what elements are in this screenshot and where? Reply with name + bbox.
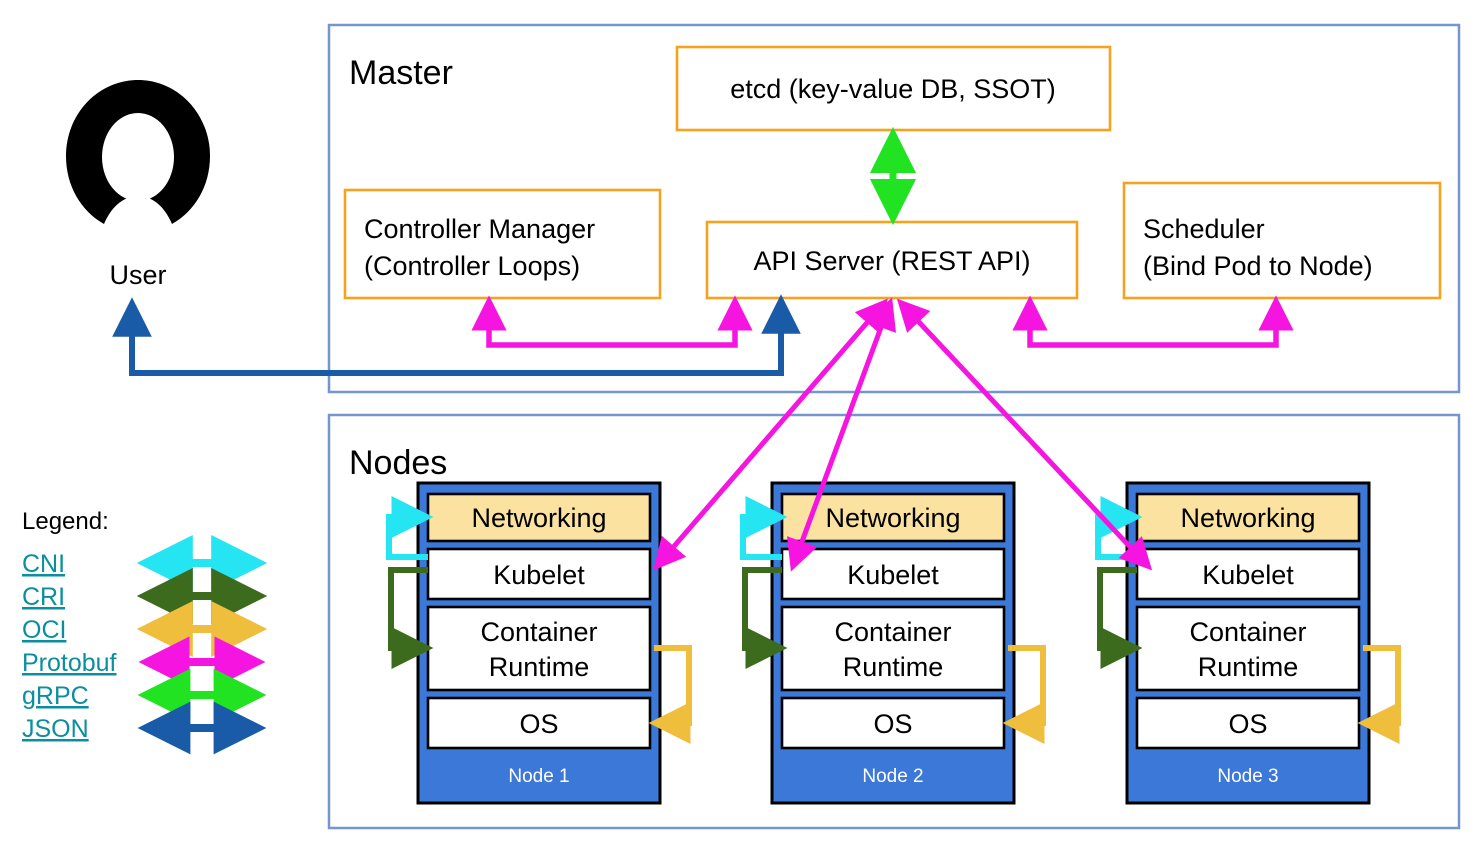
node-2-container-runtime-label-line1: Container: [834, 617, 951, 647]
api-server-label: API Server (REST API): [753, 246, 1030, 276]
legend-item-protobuf-label[interactable]: Protobuf: [22, 649, 117, 677]
legend-item-cri-label[interactable]: CRI: [22, 583, 65, 611]
node-card[interactable]: Networking Kubelet Container Runtime OS …: [1125, 481, 1371, 805]
node-3-networking-box: [1135, 492, 1361, 543]
scheduler-label-line1: Scheduler: [1143, 214, 1265, 244]
etcd-label: etcd (key-value DB, SSOT): [730, 74, 1056, 104]
controller-manager-label-line2: (Controller Loops): [364, 251, 580, 281]
scheduler-label-line2: (Bind Pod to Node): [1143, 251, 1373, 281]
node-2-kubelet-label: Kubelet: [847, 560, 939, 590]
protobuf-arrow-apiserver-node-3: [896, 298, 1153, 571]
node-1-container-runtime-box: [426, 605, 652, 692]
node-3-os-label: OS: [1228, 709, 1267, 739]
etcd-box[interactable]: [675, 45, 1112, 132]
node-1-os-label: OS: [519, 709, 558, 739]
node-1-networking-box: [426, 492, 652, 543]
node-3-os-box: [1135, 696, 1361, 750]
node-2-os-box: [780, 696, 1006, 750]
node-2-networking-label: Networking: [825, 503, 960, 533]
user-label: User: [109, 260, 166, 290]
master-panel-title: Master: [349, 54, 453, 92]
node-2-os-label: OS: [873, 709, 912, 739]
controller-manager-label-line1: Controller Manager: [364, 214, 595, 244]
node-3-container-runtime-box: [1135, 605, 1361, 692]
cni-arrow-node-1: [386, 496, 434, 560]
node-2-name: Node 2: [862, 766, 923, 787]
node-3-name: Node 3: [1217, 766, 1278, 787]
oci-arrow-node-2: [1002, 645, 1046, 744]
user-avatar-icon: [66, 80, 210, 224]
legend-item-oci-label[interactable]: OCI: [22, 616, 66, 644]
cri-arrow-node-1: [388, 567, 434, 669]
node-1-networking-label: Networking: [471, 503, 606, 533]
node-1-kubelet-box: [426, 547, 652, 601]
node-1-os-box: [426, 696, 652, 750]
node-card[interactable]: Networking Kubelet Container Runtime OS …: [416, 481, 662, 805]
protobuf-arrow-apiserver-node-2: [786, 297, 897, 572]
node-3-kubelet-box: [1135, 547, 1361, 601]
oci-arrow-node-1: [648, 645, 692, 744]
node-3-container-runtime-label-line1: Container: [1189, 617, 1306, 647]
legend-title: Legend:: [22, 508, 109, 535]
node-3-networking-label: Networking: [1180, 503, 1315, 533]
legend-item-cni-label[interactable]: CNI: [22, 550, 65, 578]
node-1-container-runtime-label-line2: Runtime: [489, 652, 590, 682]
node-1-name: Node 1: [508, 766, 569, 787]
nodes-panel-title: Nodes: [349, 444, 447, 482]
oci-arrow-node-3: [1357, 645, 1401, 744]
controller-manager-box[interactable]: [343, 188, 662, 300]
node-1-container-runtime-label-line1: Container: [480, 617, 597, 647]
scheduler-box[interactable]: [1122, 181, 1442, 300]
node-3-container-runtime-label-line2: Runtime: [1198, 652, 1299, 682]
legend-item-grpc-label[interactable]: gRPC: [22, 682, 89, 710]
node-1-kubelet-label: Kubelet: [493, 560, 585, 590]
node-3-kubelet-label: Kubelet: [1202, 560, 1294, 590]
node-2-container-runtime-label-line2: Runtime: [843, 652, 944, 682]
legend-item-json-label[interactable]: JSON: [22, 715, 89, 743]
